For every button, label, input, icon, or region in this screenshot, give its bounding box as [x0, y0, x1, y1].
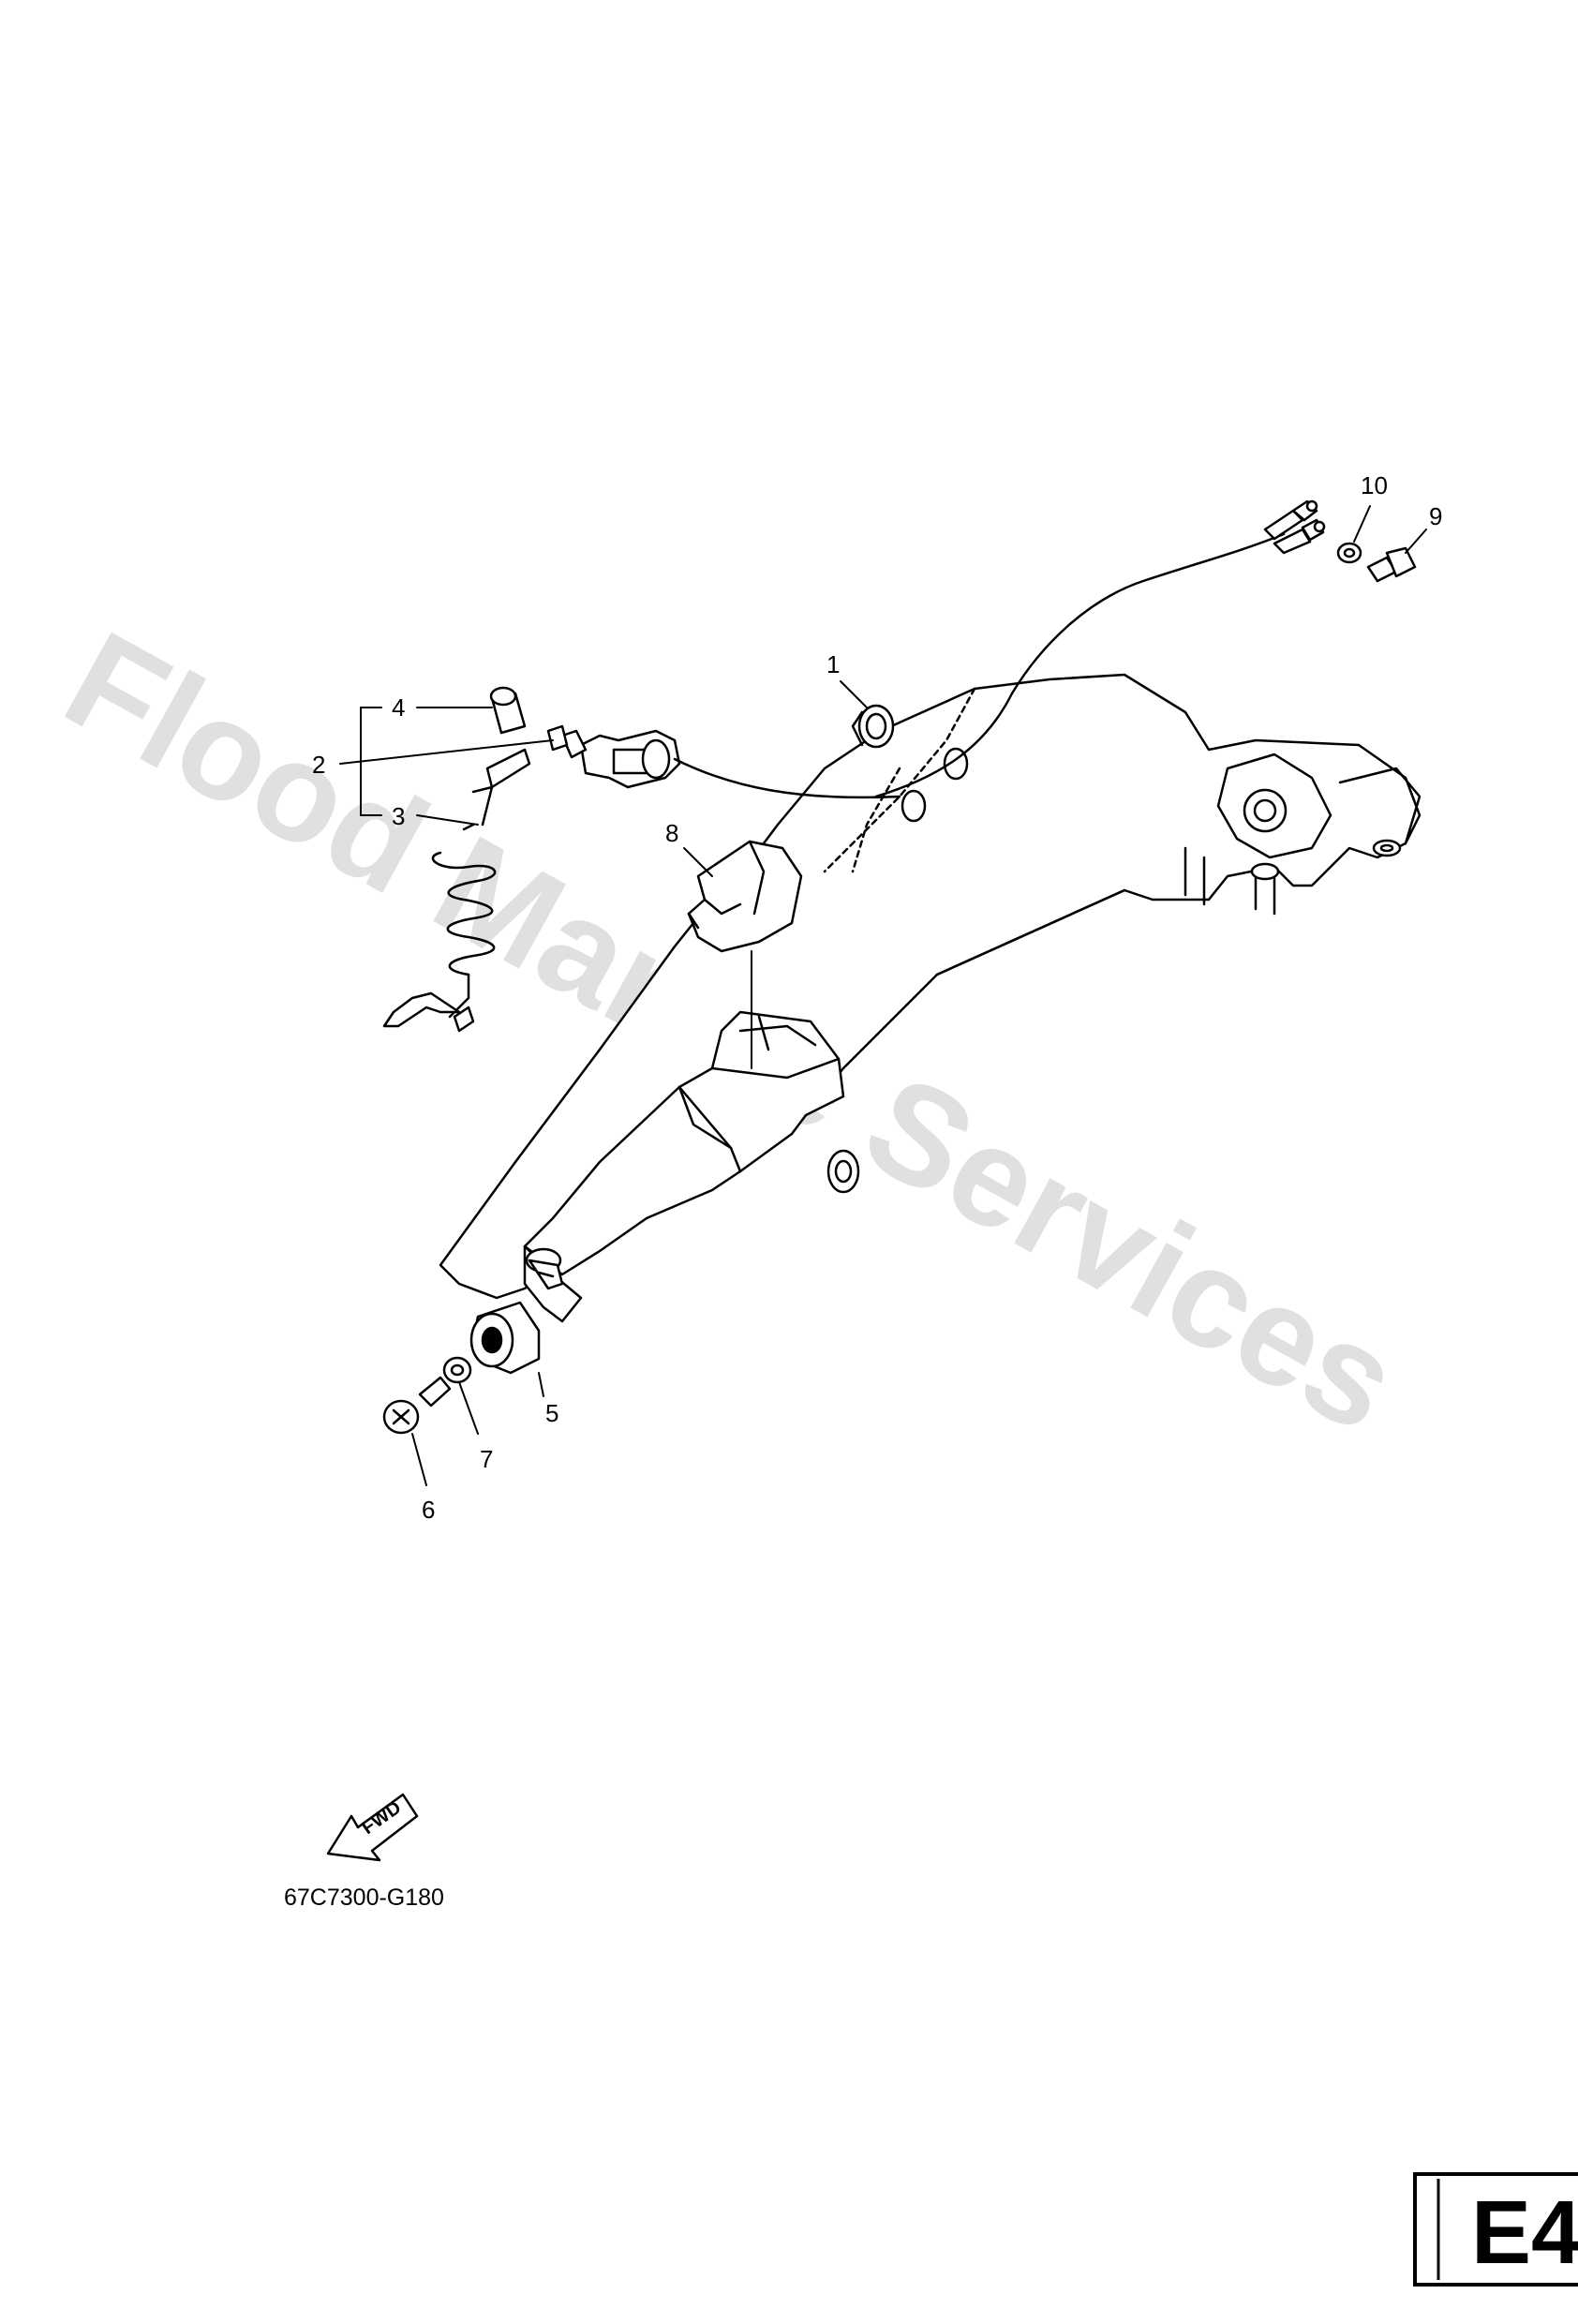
callout-7: 7: [480, 1445, 493, 1473]
fwd-arrow-icon: FWD: [326, 1793, 419, 1862]
callout-9: 9: [1429, 502, 1442, 530]
part-6-screw: [382, 1376, 452, 1435]
part-3-lanyard: [382, 748, 531, 1033]
part-5-end-cap: [469, 1301, 541, 1375]
tiller-grip-block: [677, 1010, 860, 1194]
catalog-code: 67C7300-G180: [284, 1885, 444, 1911]
part-10-washer: [1336, 542, 1362, 564]
leader-lines: [339, 505, 1427, 1486]
part-9-bolt: [1366, 546, 1417, 583]
callout-1: 1: [826, 650, 840, 678]
callout-8: 8: [665, 819, 678, 847]
tiller-shaft: [523, 1085, 681, 1323]
wire-terminals: [1263, 499, 1326, 555]
part-4-cap: [489, 686, 527, 735]
part-2-stop-switch: [546, 532, 1286, 799]
page-code-box: E4: [1413, 2172, 1578, 2287]
part-7-washer: [442, 1356, 472, 1384]
part-1-grommet: [851, 704, 895, 749]
tiller-arm-body: [439, 673, 1422, 1300]
callout-2: 2: [312, 751, 325, 779]
callout-5: 5: [545, 1399, 558, 1427]
callout-4: 4: [392, 693, 405, 722]
callout-10: 10: [1361, 471, 1388, 499]
callout-3: 3: [392, 802, 405, 830]
callout-6: 6: [422, 1496, 435, 1524]
page-code: E4: [1471, 2182, 1578, 2283]
part-8-grip-pad: [687, 840, 803, 953]
